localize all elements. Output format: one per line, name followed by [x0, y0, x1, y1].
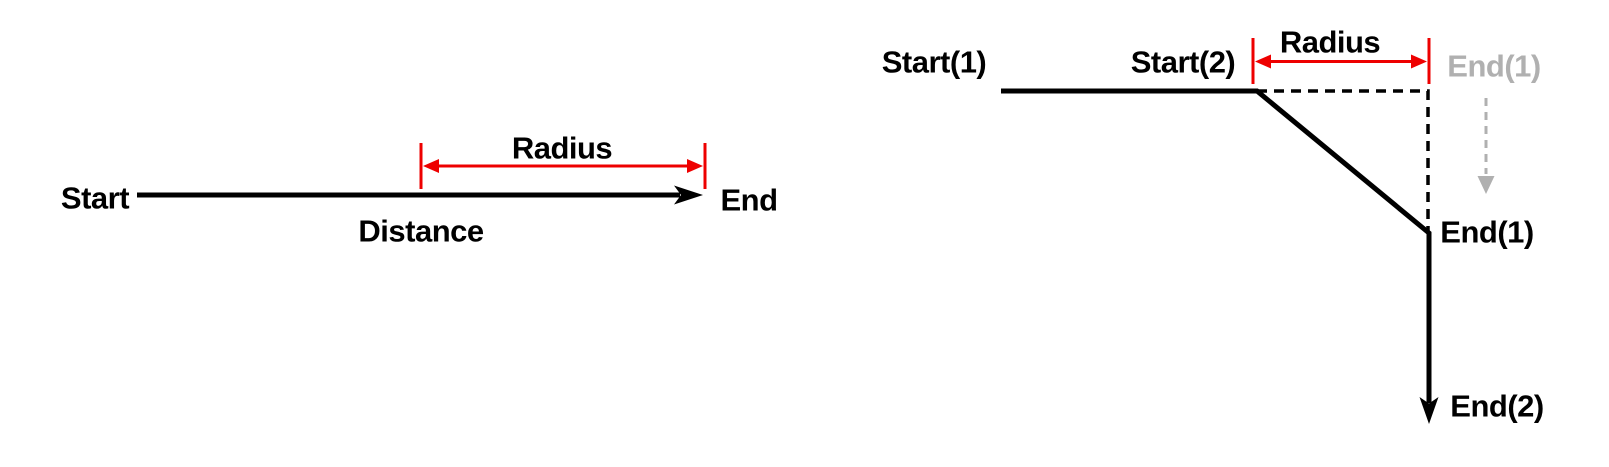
- start1-label: Start(1): [881, 44, 987, 80]
- radius-arrowhead-left-1-icon: [423, 159, 439, 173]
- radius-offset-dashed-path: [1257, 89, 1430, 231]
- distance-arrowhead-icon: [674, 185, 703, 205]
- radius-arrowhead-left-2-icon: [1255, 54, 1271, 69]
- end2-label: End(2): [1450, 388, 1544, 424]
- route-arrowhead-icon: [1419, 397, 1439, 424]
- end-label: End: [720, 182, 778, 218]
- radius-label-left: Radius: [511, 130, 613, 166]
- radius-arrowhead-right-2-icon: [1411, 54, 1427, 69]
- start2-label: Start(2): [1130, 44, 1236, 80]
- route-line: [1001, 88, 1432, 403]
- ghost-drop-arrowhead-icon: [1477, 176, 1495, 194]
- start-label: Start: [60, 180, 130, 216]
- radius-label-right: Radius: [1279, 24, 1381, 60]
- distance-label: Distance: [358, 213, 484, 249]
- end1-ghost-label: End(1): [1447, 48, 1541, 84]
- radius-arrowhead-right-1-icon: [687, 159, 703, 173]
- end1-label: End(1): [1440, 214, 1534, 250]
